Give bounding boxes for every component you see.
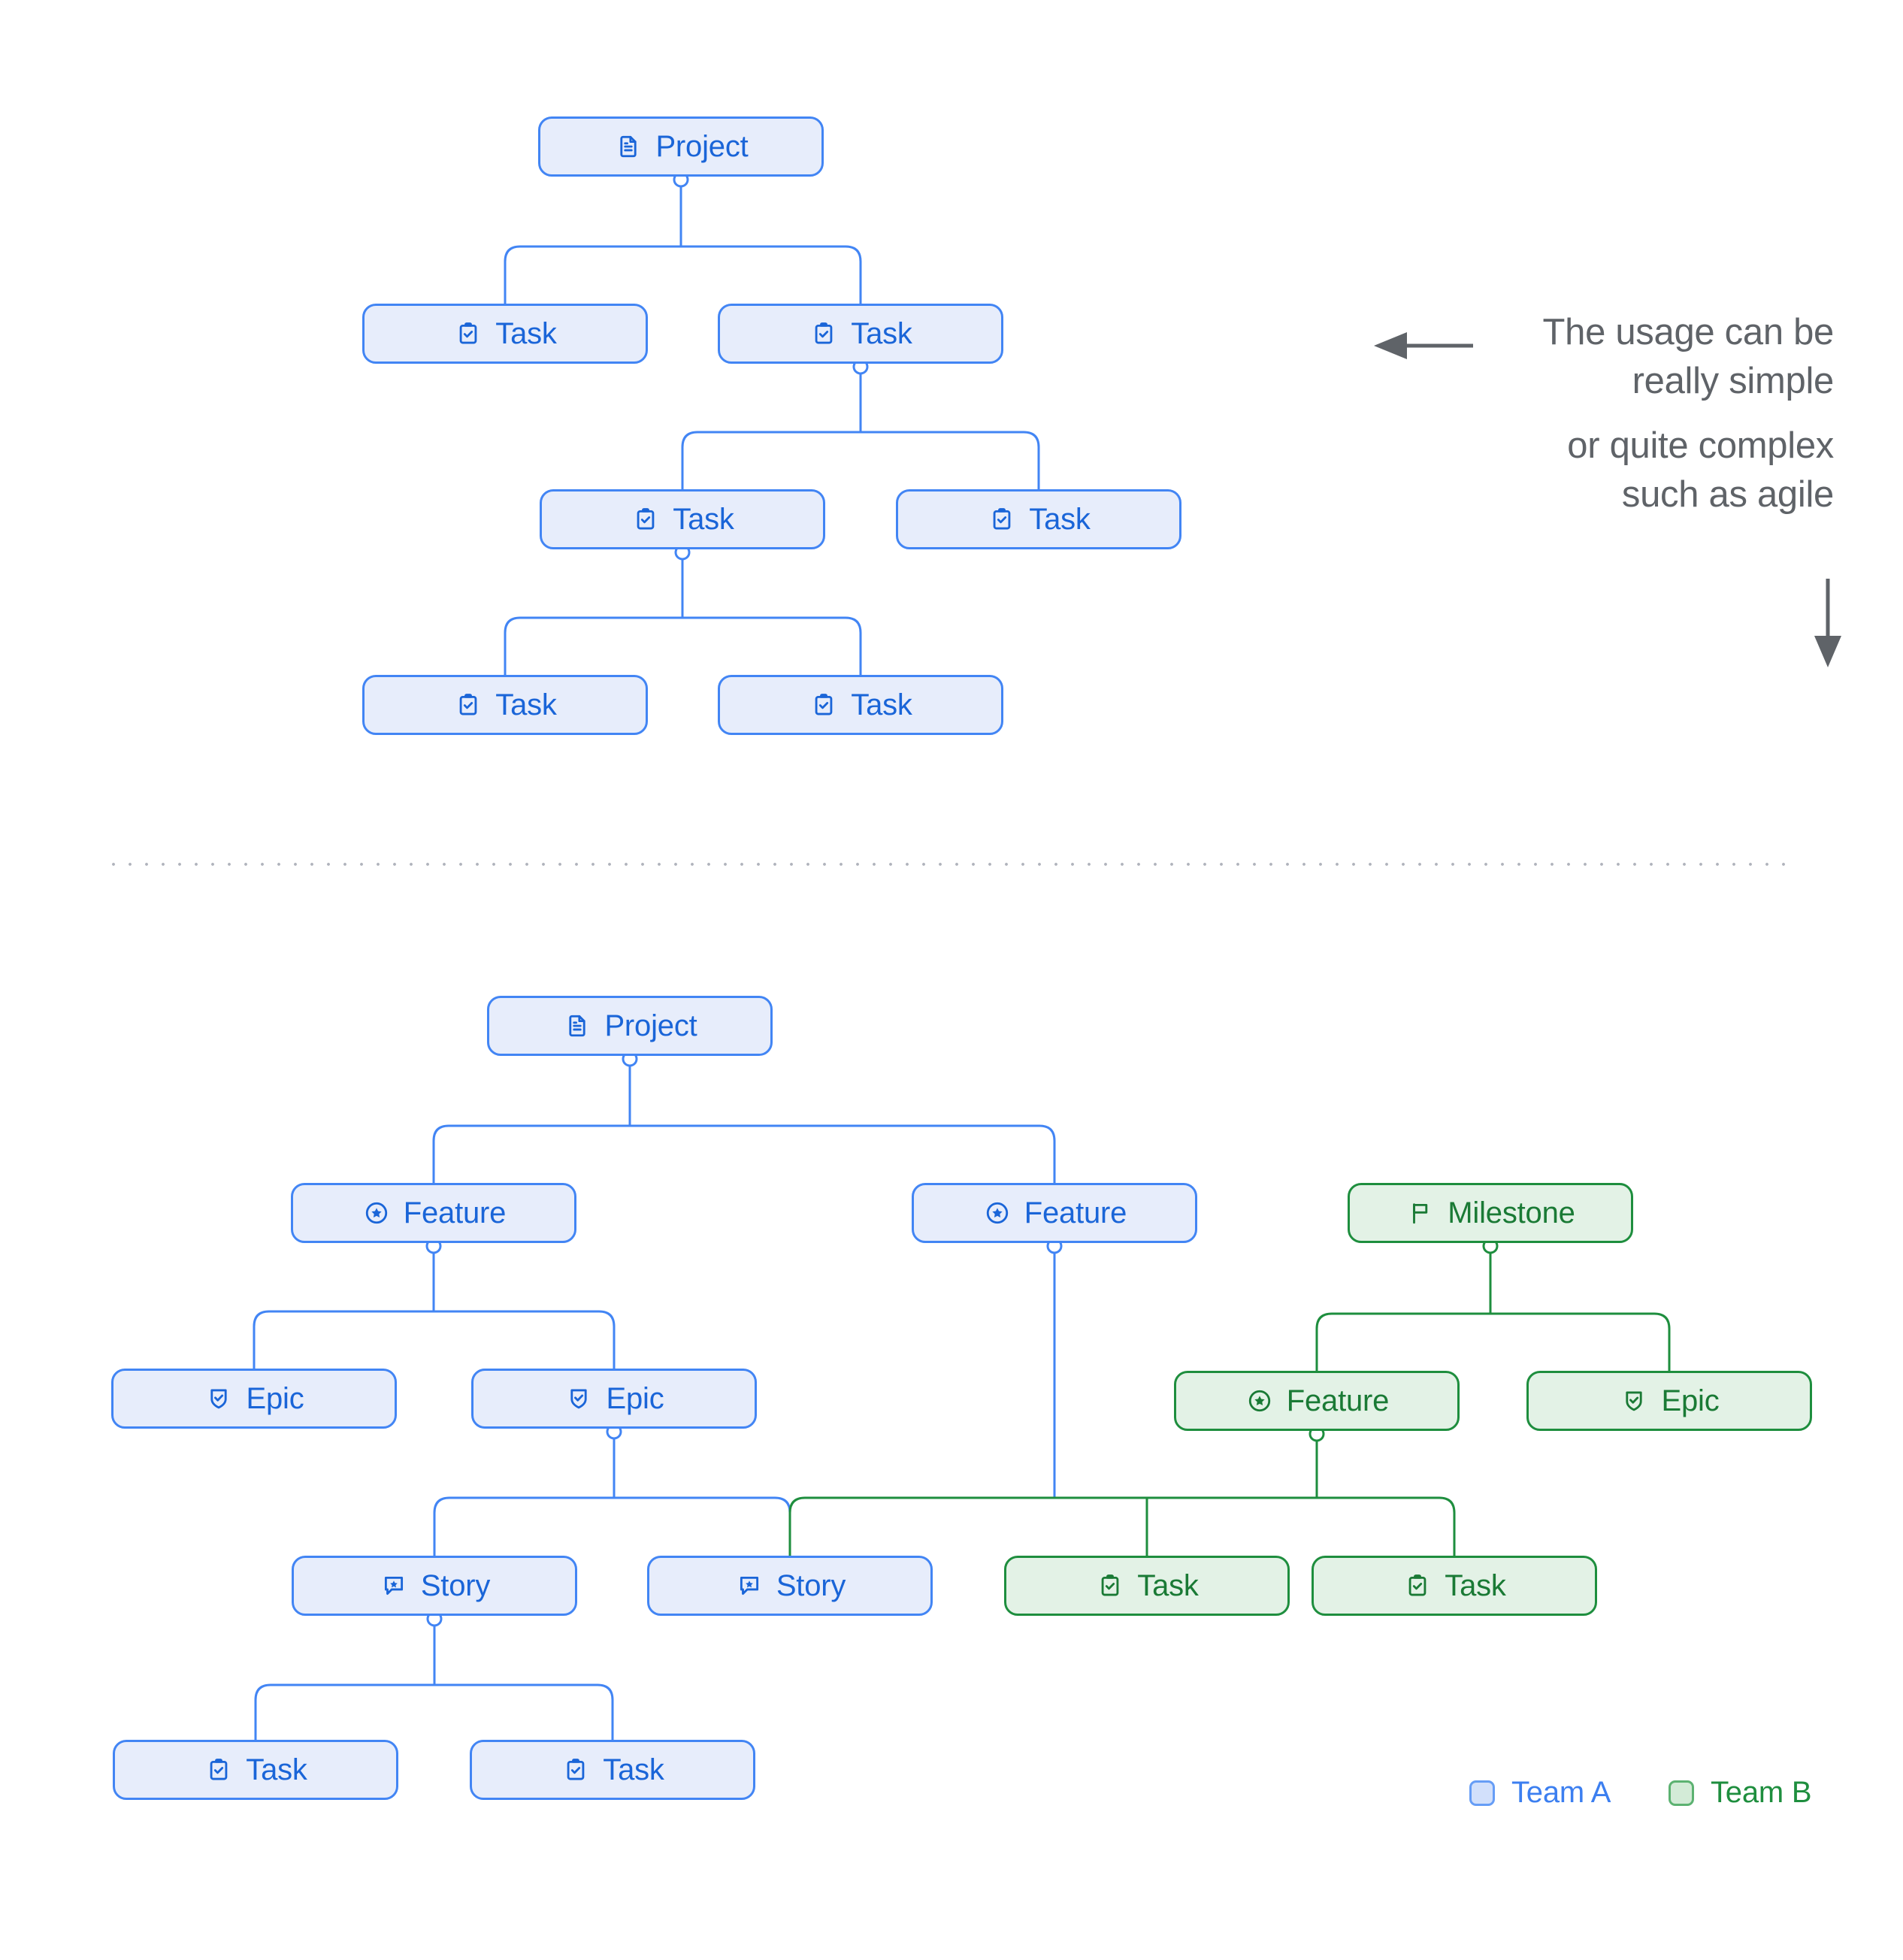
legend-label-team-a: Team A: [1511, 1776, 1611, 1809]
node-label: Project: [655, 130, 749, 163]
node-task-simple-6[interactable]: Task: [718, 675, 1003, 735]
node-label: Epic: [246, 1382, 304, 1415]
node-task-simple-5[interactable]: Task: [362, 675, 648, 735]
node-label: Epic: [1661, 1384, 1720, 1417]
document-icon: [562, 1011, 592, 1041]
star-circle-icon: [982, 1198, 1012, 1228]
node-task-green-1[interactable]: Task: [1004, 1556, 1290, 1616]
document-icon: [613, 132, 643, 162]
node-label: Feature: [1286, 1384, 1390, 1417]
node-label: Epic: [606, 1382, 664, 1415]
node-task-simple-4[interactable]: Task: [896, 489, 1181, 549]
shield-check-icon: [204, 1384, 234, 1414]
clipboard-check-icon: [631, 504, 661, 534]
shield-check-icon: [564, 1384, 594, 1414]
node-label: Story: [776, 1569, 846, 1602]
node-task-green-2[interactable]: Task: [1312, 1556, 1597, 1616]
node-label: Task: [1029, 503, 1091, 536]
node-label: Task: [246, 1753, 307, 1786]
node-task-blue-2[interactable]: Task: [470, 1740, 755, 1800]
node-project-complex[interactable]: Project: [487, 996, 773, 1056]
shield-check-icon: [1619, 1386, 1649, 1416]
legend: Team A: [1469, 1776, 1611, 1810]
annotation-line-1: The usage can be: [1542, 312, 1835, 352]
legend-swatch-team-a: [1469, 1780, 1495, 1806]
legend-team-b: Team B: [1669, 1776, 1812, 1810]
node-story-1[interactable]: Story: [292, 1556, 577, 1616]
node-project-simple[interactable]: Project: [538, 116, 824, 177]
legend-label-team-b: Team B: [1711, 1776, 1812, 1809]
clipboard-check-icon: [453, 319, 483, 349]
node-label: Task: [1137, 1569, 1199, 1602]
section-divider: [105, 863, 1796, 866]
node-label: Task: [851, 317, 912, 350]
node-task-simple-2[interactable]: Task: [718, 304, 1003, 364]
node-label: Story: [420, 1569, 491, 1602]
wire-epic-bus: [253, 1310, 616, 1370]
wire-ctask-bus: [254, 1683, 614, 1741]
annotation-text: The usage can be really simple or quite …: [1428, 308, 1835, 519]
wire-row1-bus: [504, 245, 862, 305]
clipboard-check-icon: [809, 319, 839, 349]
node-label: Task: [673, 503, 734, 536]
node-epic-3[interactable]: Epic: [1526, 1371, 1812, 1431]
node-label: Task: [495, 688, 557, 721]
wire-story-bus: [433, 1496, 791, 1557]
clipboard-check-icon: [1095, 1571, 1125, 1601]
annotation-line-4: such as agile: [1621, 474, 1834, 516]
node-feature-1[interactable]: Feature: [291, 1183, 576, 1243]
node-label: Task: [603, 1753, 664, 1786]
comment-star-icon: [734, 1571, 764, 1601]
clipboard-check-icon: [809, 690, 839, 720]
clipboard-check-icon: [987, 504, 1017, 534]
star-circle-icon: [1245, 1386, 1275, 1416]
node-feature-2[interactable]: Feature: [912, 1183, 1197, 1243]
node-label: Task: [1445, 1569, 1506, 1602]
clipboard-check-icon: [453, 690, 483, 720]
node-feature-3[interactable]: Feature: [1174, 1371, 1460, 1431]
wire-row3-bus: [504, 616, 862, 676]
down-arrow-head: [1814, 636, 1841, 667]
clipboard-check-icon: [561, 1755, 591, 1785]
clipboard-check-icon: [204, 1755, 234, 1785]
node-label: Feature: [1024, 1196, 1127, 1230]
annotation-spacer: [1428, 405, 1834, 422]
node-label: Task: [495, 317, 557, 350]
star-circle-icon: [362, 1198, 392, 1228]
node-epic-2[interactable]: Epic: [471, 1369, 757, 1429]
annotation-line-2: really simple: [1632, 360, 1835, 401]
node-story-2[interactable]: Story: [647, 1556, 933, 1616]
node-label: Task: [851, 688, 912, 721]
annotation-line-3: or quite complex: [1567, 425, 1834, 467]
flag-icon: [1405, 1198, 1436, 1228]
node-task-blue-1[interactable]: Task: [113, 1740, 398, 1800]
clipboard-check-icon: [1402, 1571, 1433, 1601]
node-task-simple-1[interactable]: Task: [362, 304, 648, 364]
node-label: Feature: [403, 1196, 507, 1230]
legend-swatch-team-b: [1669, 1780, 1694, 1806]
node-label: Project: [604, 1009, 697, 1042]
wire-greenfeature-bus: [1315, 1312, 1671, 1372]
wire-row2-bus: [681, 431, 1040, 491]
comment-star-icon: [379, 1571, 409, 1601]
node-label: Milestone: [1448, 1196, 1575, 1230]
node-milestone[interactable]: Milestone: [1348, 1183, 1633, 1243]
left-arrow-head: [1374, 332, 1407, 359]
node-task-simple-3[interactable]: Task: [540, 489, 825, 549]
wire-green-task-bus: [788, 1496, 1456, 1557]
node-epic-1[interactable]: Epic: [111, 1369, 397, 1429]
wire-cfeature-bus: [432, 1124, 1056, 1184]
